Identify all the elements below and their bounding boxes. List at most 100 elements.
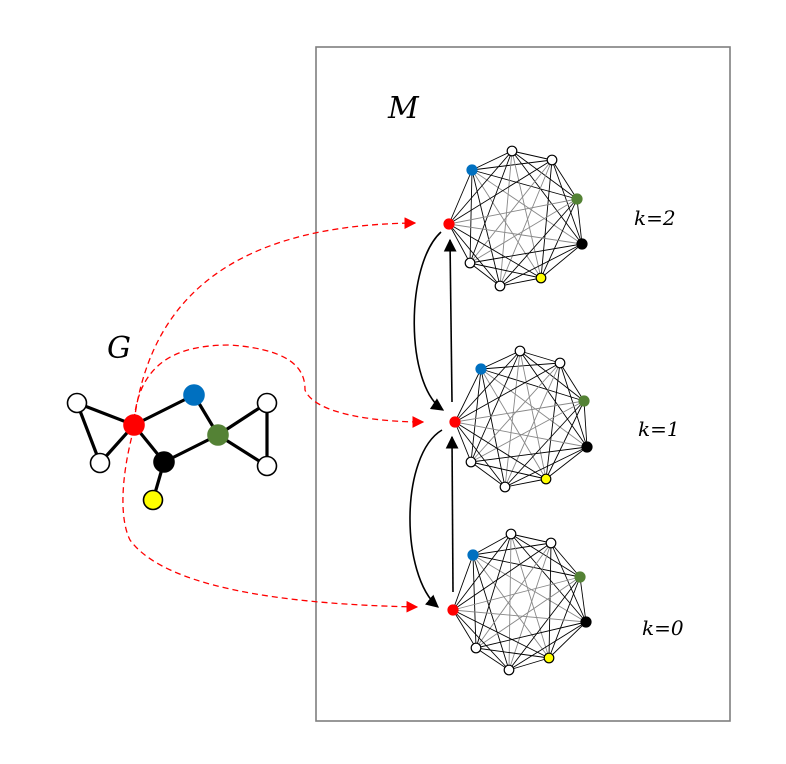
layer-edge <box>511 150 553 161</box>
layer-edge <box>511 150 583 245</box>
layer-node-white <box>499 481 511 493</box>
layer-k2-complete-graph <box>443 145 588 292</box>
layer-edge <box>448 223 471 264</box>
layer-edge <box>499 198 578 287</box>
layer-edge <box>519 350 588 448</box>
layer-edge <box>452 576 581 611</box>
layer-edge <box>510 533 552 544</box>
layer-edge <box>469 262 542 279</box>
layer-node-black <box>581 441 593 453</box>
multilayer-label: M <box>387 91 420 126</box>
layer-edge <box>548 576 581 659</box>
layer-edge <box>454 421 588 448</box>
layer-edge <box>452 542 552 611</box>
layer-edge <box>448 150 513 225</box>
layer-edge <box>475 533 512 649</box>
layer-edge <box>472 542 552 556</box>
layer-edge <box>470 350 521 463</box>
layer-edge <box>508 657 550 671</box>
layer-edge <box>551 159 578 200</box>
graph-node-white <box>256 392 278 414</box>
layer-edge <box>470 400 585 463</box>
layer-edge <box>471 169 542 279</box>
layer-edge <box>480 368 585 402</box>
layer-edge <box>548 621 587 659</box>
layer-edge <box>472 554 477 649</box>
layer-edge <box>469 150 513 264</box>
interlayer-arrow-k1-up <box>443 238 457 403</box>
layer-edge <box>510 533 581 578</box>
layer-edge <box>470 461 547 480</box>
layer-node-white <box>470 642 482 654</box>
layer-edge <box>452 609 550 659</box>
layer-edge <box>469 243 583 264</box>
graph-node-yellow <box>142 489 164 511</box>
layer-node-black <box>580 616 592 628</box>
layer-edge <box>448 159 553 225</box>
layer-edge <box>448 198 578 225</box>
layer-edge <box>480 350 521 370</box>
layer-edge <box>452 609 477 649</box>
layer-edge <box>469 262 501 287</box>
layer-node-white <box>465 456 477 468</box>
layer-edge <box>454 368 482 423</box>
layer-node-white <box>494 280 506 292</box>
layer-edge <box>452 609 587 623</box>
layer-k0-complete-graph <box>447 528 592 676</box>
layer-node-white <box>554 357 566 369</box>
layer-edge <box>504 478 547 488</box>
layer-edge <box>540 159 553 279</box>
layer-edge <box>480 368 547 480</box>
layer-edge <box>472 554 581 578</box>
layer-edge <box>583 400 588 448</box>
mapping-arrow-to-k0 <box>122 427 419 613</box>
layer-node-white <box>545 537 557 549</box>
layer-edge <box>475 542 552 649</box>
layer-edge <box>545 362 561 480</box>
layer-edge <box>470 446 588 463</box>
graph-edge <box>133 393 195 427</box>
layer-node-green <box>571 193 583 205</box>
graph-node-white <box>89 452 111 474</box>
layer-edge <box>475 647 550 659</box>
layer-node-green <box>574 571 586 583</box>
layer-edge <box>508 542 552 671</box>
layer-node-yellow <box>540 473 552 485</box>
layer-edge <box>475 621 587 649</box>
layer-edge <box>471 169 583 245</box>
layer-edge <box>519 350 585 402</box>
layer-edge <box>471 169 578 200</box>
layer-edge <box>454 362 561 423</box>
layer-edge <box>550 542 581 578</box>
layer-edge <box>504 446 588 488</box>
layer-node-white <box>505 528 517 540</box>
layer-edge <box>504 362 561 488</box>
layer-edge <box>504 350 521 488</box>
layer-edge <box>499 159 553 287</box>
layer-edge <box>499 243 583 287</box>
layer-edge <box>471 169 501 287</box>
layer-edge <box>519 350 561 364</box>
layer-edge <box>469 198 578 264</box>
graph-node-white <box>256 455 278 477</box>
mapping-arrow-to-k2 <box>133 217 417 423</box>
graph-edge <box>75 402 102 464</box>
layer-edge <box>470 461 506 488</box>
layer-edge <box>452 609 510 671</box>
layer-edge <box>510 533 587 623</box>
graph-node-blue <box>183 384 205 406</box>
layer-node-white <box>546 154 558 166</box>
layer-node-blue <box>467 549 479 561</box>
layer-label-k0: k=0 <box>642 616 684 640</box>
graph-node-green <box>207 424 229 446</box>
layer-edge <box>510 533 550 659</box>
layer-edge <box>508 621 587 671</box>
layer-edge <box>550 542 587 623</box>
layer-edge <box>579 576 587 623</box>
layer-edge <box>576 198 583 245</box>
layer-node-white <box>514 345 526 357</box>
layer-edge <box>519 350 547 480</box>
graph-node-black <box>153 451 175 473</box>
layer-edge <box>480 368 588 448</box>
